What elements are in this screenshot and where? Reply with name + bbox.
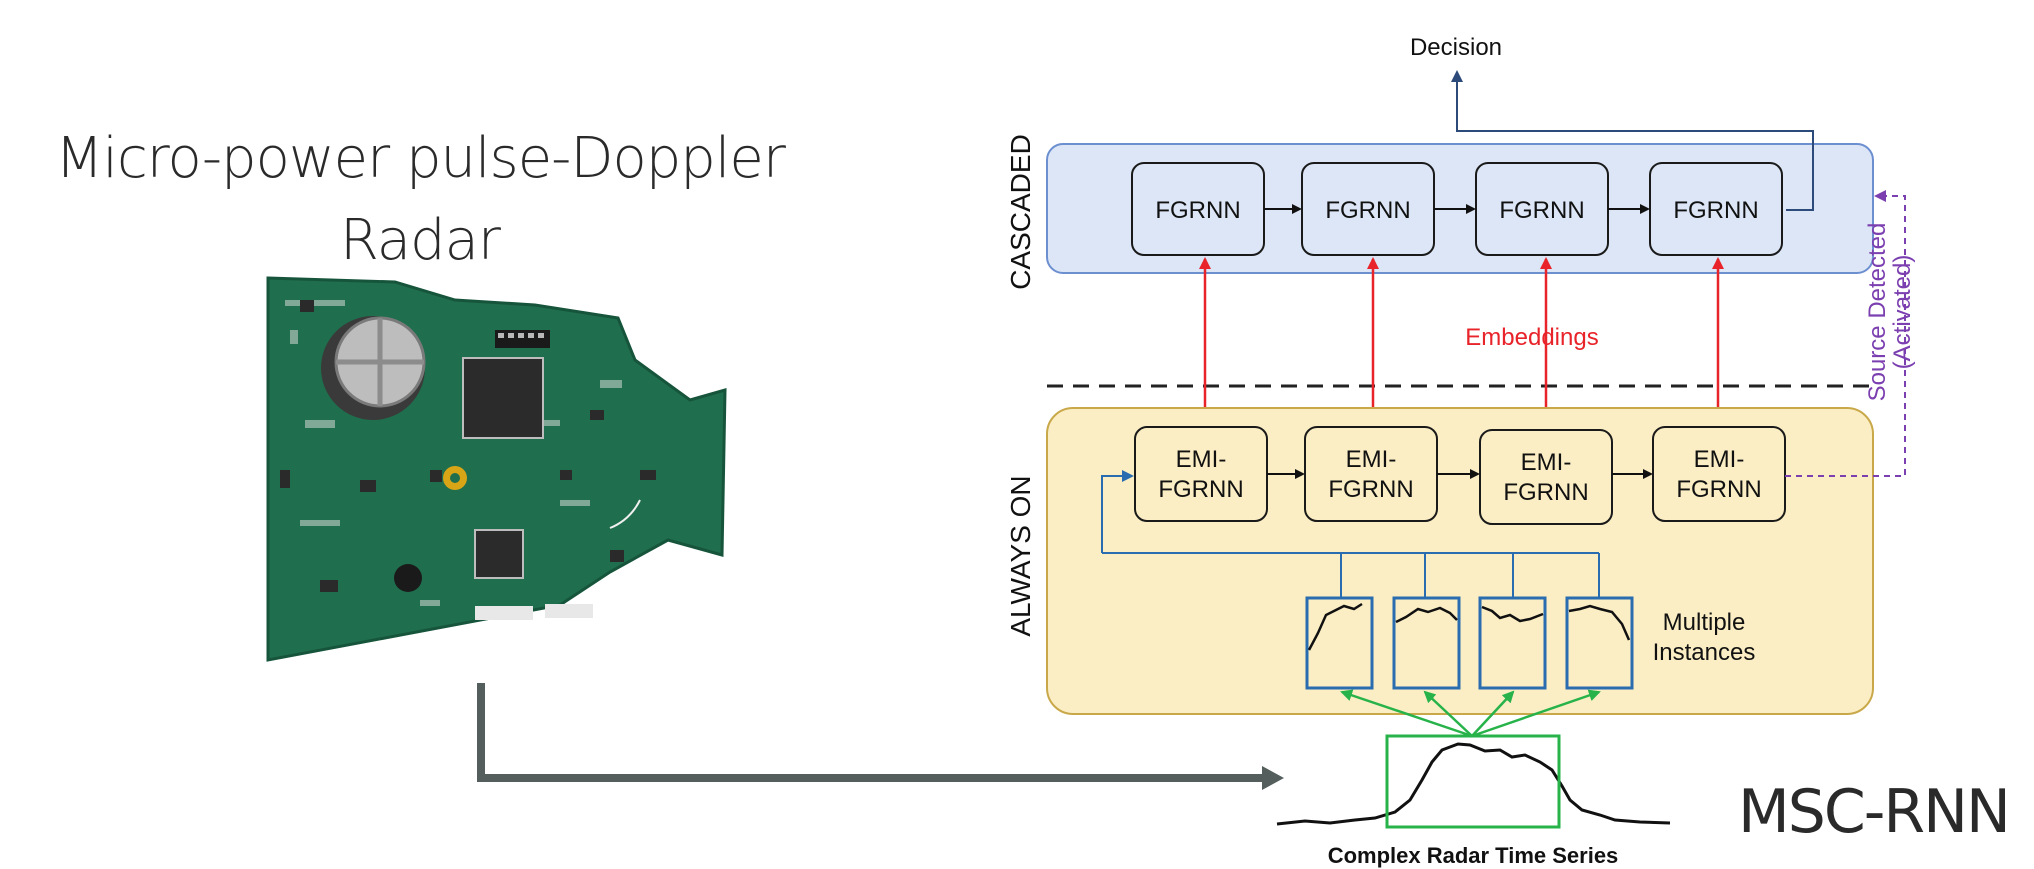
emi-fgrnn-block-4: EMI- FGRNN bbox=[1652, 426, 1786, 522]
fgrnn-label: FGRNN bbox=[1155, 197, 1240, 224]
emi-label-line2: FGRNN bbox=[1676, 476, 1761, 503]
instance-split-arrows bbox=[1340, 689, 1601, 738]
radar-title: Micro-power pulse-Doppler Radar bbox=[20, 118, 820, 282]
fgrnn-block-4: FGRNN bbox=[1649, 162, 1783, 256]
time-series-label: Complex Radar Time Series bbox=[1328, 843, 1619, 868]
emi-label-line1: EMI- bbox=[1176, 446, 1227, 473]
source-detected-line-1: Source Detected bbox=[1864, 223, 1891, 402]
fgrnn-label: FGRNN bbox=[1325, 197, 1410, 224]
embeddings-label: Embeddings bbox=[1465, 324, 1598, 351]
emi-fgrnn-block-2: EMI- FGRNN bbox=[1304, 426, 1438, 522]
main-chip bbox=[462, 357, 544, 439]
emi-label-line1: EMI- bbox=[1694, 446, 1745, 473]
instance-box-2 bbox=[1392, 596, 1461, 690]
instance-box-1 bbox=[1305, 596, 1374, 690]
secondary-chip bbox=[474, 529, 524, 579]
fgrnn-block-3: FGRNN bbox=[1475, 162, 1609, 256]
instance-box-3 bbox=[1478, 596, 1547, 690]
decision-label: Decision bbox=[1410, 34, 1502, 61]
instance-box-4 bbox=[1565, 596, 1634, 690]
instance-feed-lines bbox=[1101, 470, 1600, 598]
radar-title-line-2: Radar bbox=[340, 208, 501, 273]
cascaded-label: CASCADED bbox=[1005, 134, 1036, 290]
instances-label-line-1: Multiple bbox=[1663, 609, 1746, 636]
emi-label-line2: FGRNN bbox=[1503, 479, 1588, 506]
fgrnn-label: FGRNN bbox=[1499, 197, 1584, 224]
source-detected-arrow bbox=[1785, 190, 1906, 477]
radar-board-image bbox=[266, 276, 727, 662]
emi-label-line2: FGRNN bbox=[1158, 476, 1243, 503]
source-detected-line-2: (Activated) bbox=[1889, 255, 1916, 370]
embedding-arrows bbox=[1199, 257, 1724, 430]
always-on-label: ALWAYS ON bbox=[1005, 475, 1036, 636]
radar-title-line-1: Micro-power pulse-Doppler bbox=[55, 126, 786, 191]
emi-label-line1: EMI- bbox=[1346, 446, 1397, 473]
fgrnn-block-1: FGRNN bbox=[1131, 162, 1265, 256]
emi-label-line1: EMI- bbox=[1521, 449, 1572, 476]
radar-time-series bbox=[1276, 734, 1671, 829]
fgrnn-block-2: FGRNN bbox=[1301, 162, 1435, 256]
decision-arrow bbox=[1451, 70, 1814, 211]
emi-fgrnn-block-3: EMI- FGRNN bbox=[1479, 429, 1613, 525]
fgrnn-label: FGRNN bbox=[1673, 197, 1758, 224]
radar-to-series-arrow bbox=[477, 683, 1284, 790]
emi-fgrnn-block-1: EMI- FGRNN bbox=[1134, 426, 1268, 522]
instances-label-line-2: Instances bbox=[1653, 639, 1756, 666]
model-name-label: MSC-RNN bbox=[1738, 777, 2011, 847]
time-series-window bbox=[1385, 734, 1561, 829]
emi-label-line2: FGRNN bbox=[1328, 476, 1413, 503]
